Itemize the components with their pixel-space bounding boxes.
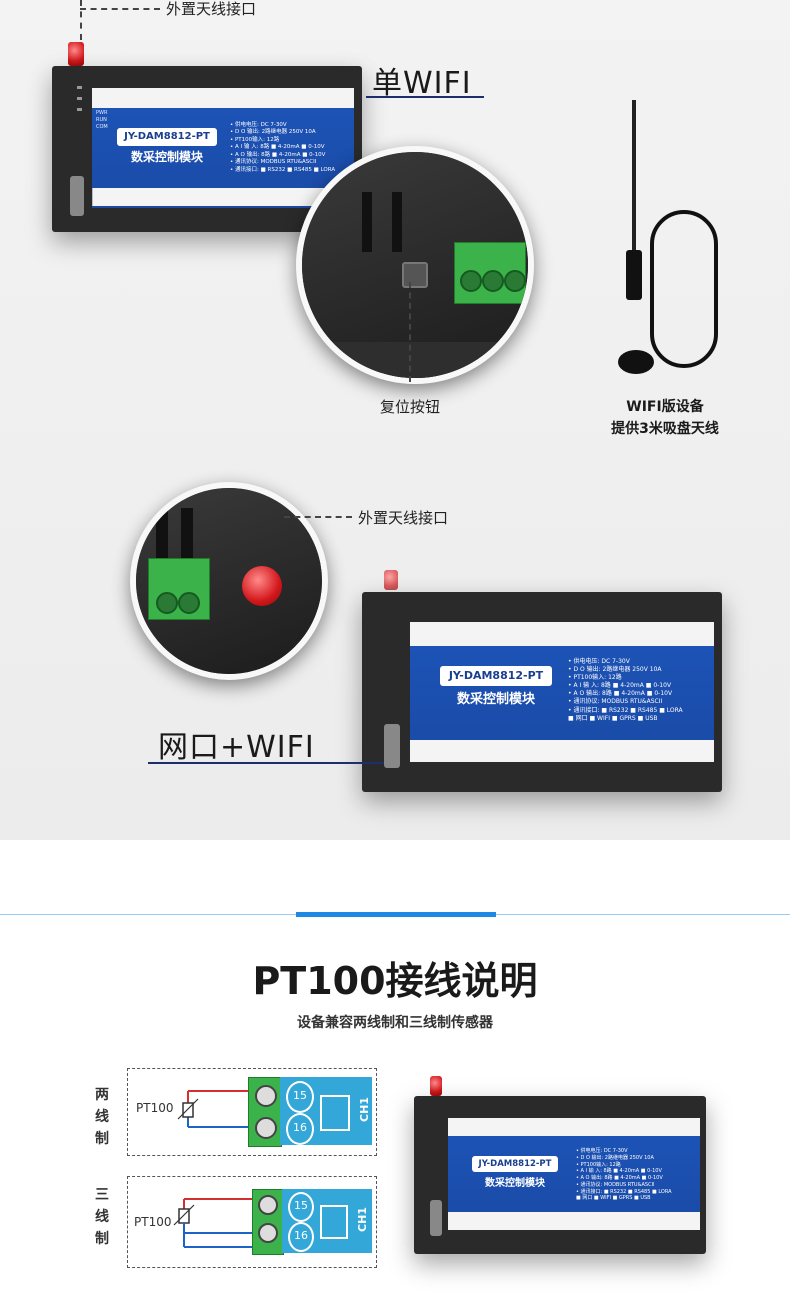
spec-list-2: • 供电电压: DC 7-30V• D O 输出: 2路继电器 250V 10A… (568, 658, 683, 722)
spec-list-3: • 供电电压: DC 7-30V• D O 输出: 2路继电器 250V 10A… (576, 1148, 672, 1202)
two-wire-diagram: PT100 15 16 CH1 (127, 1068, 377, 1156)
terminal-strip-bottom (92, 188, 355, 206)
antenna-callout-line-2 (284, 516, 352, 518)
model-label-2: JY-DAM8812-PT (440, 666, 552, 686)
db9-port-2 (384, 724, 400, 768)
channel-block: 15 16 CH1 (280, 1077, 372, 1145)
three-wire-diagram: PT100 15 16 CH1 (127, 1176, 377, 1268)
antenna-connector-device2 (384, 570, 398, 590)
channel-block-3w: 15 16 CH1 (282, 1189, 372, 1253)
model-label-3: JY-DAM8812-PT (472, 1156, 558, 1172)
terminal-strip-bottom-2 (410, 740, 714, 762)
channel-label-3w: CH1 (355, 1207, 369, 1232)
title-underline-2 (148, 762, 384, 764)
module-name: 数采控制模块 (130, 150, 203, 164)
section-title: PT100接线说明 (252, 959, 538, 1003)
device-bottom: JY-DAM8812-PT 数采控制模块 • 供电电压: DC 7-30V• D… (414, 1096, 706, 1254)
antenna-label-top: 外置天线接口 (166, 0, 257, 18)
suction-antenna-image (600, 100, 720, 390)
title-ethernet-wifi: 网口+WIFI (158, 730, 315, 765)
antenna-connector-device3 (430, 1076, 442, 1096)
zoom-reset-button (296, 146, 534, 384)
title-underline (366, 96, 484, 98)
section-subtitle: 设备兼容两线制和三线制传感器 (297, 1015, 493, 1031)
db9-port (70, 176, 84, 216)
module-name-2: 数采控制模块 (456, 692, 535, 707)
spec-list: • 供电电压: DC 7-30V• D O 输出: 2路继电器 250V 10A… (230, 122, 336, 173)
two-wire-label: 两线制 (95, 1087, 109, 1147)
db9-port-3 (430, 1200, 442, 1236)
antenna-label-2: 外置天线接口 (358, 509, 449, 527)
channel-label: CH1 (357, 1097, 371, 1122)
device-ethernet-wifi: JY-DAM8812-PT 数采控制模块 • 供电电压: DC 7-30V• D… (362, 592, 722, 792)
terminal-strip-bottom-3 (448, 1212, 700, 1230)
reset-callout-line (409, 282, 411, 382)
model-label: JY-DAM8812-PT (117, 128, 217, 146)
title-single-wifi: 单WIFI (372, 66, 472, 101)
antenna-connector-callout-top: 外置天线接口 (80, 0, 280, 40)
device-single-wifi: JY-DAM8812-PT 数采控制模块 • 供电电压: DC 7-30V• D… (52, 66, 362, 232)
green-terminal-block-2 (148, 558, 210, 620)
reset-label: 复位按钮 (380, 398, 441, 416)
device3-faceplate: JY-DAM8812-PT 数采控制模块 • 供电电压: DC 7-30V• D… (448, 1118, 700, 1226)
zoom-antenna-connector (130, 482, 328, 680)
device2-faceplate: JY-DAM8812-PT 数采控制模块 • 供电电压: DC 7-30V• D… (410, 622, 714, 758)
three-wire-label: 三线制 (95, 1187, 109, 1247)
pt100-label: PT100 (136, 1101, 174, 1115)
antenna-connector (68, 42, 84, 66)
wifi-note: WIFI版设备 提供3米吸盘天线 (611, 399, 719, 437)
pt100-label-3w: PT100 (134, 1215, 172, 1229)
reset-button-icon (402, 262, 428, 288)
antenna-connector-closeup (242, 566, 282, 606)
section-divider-accent (296, 912, 496, 917)
module-name-3: 数采控制模块 (485, 1178, 545, 1189)
side-leds (77, 86, 83, 122)
